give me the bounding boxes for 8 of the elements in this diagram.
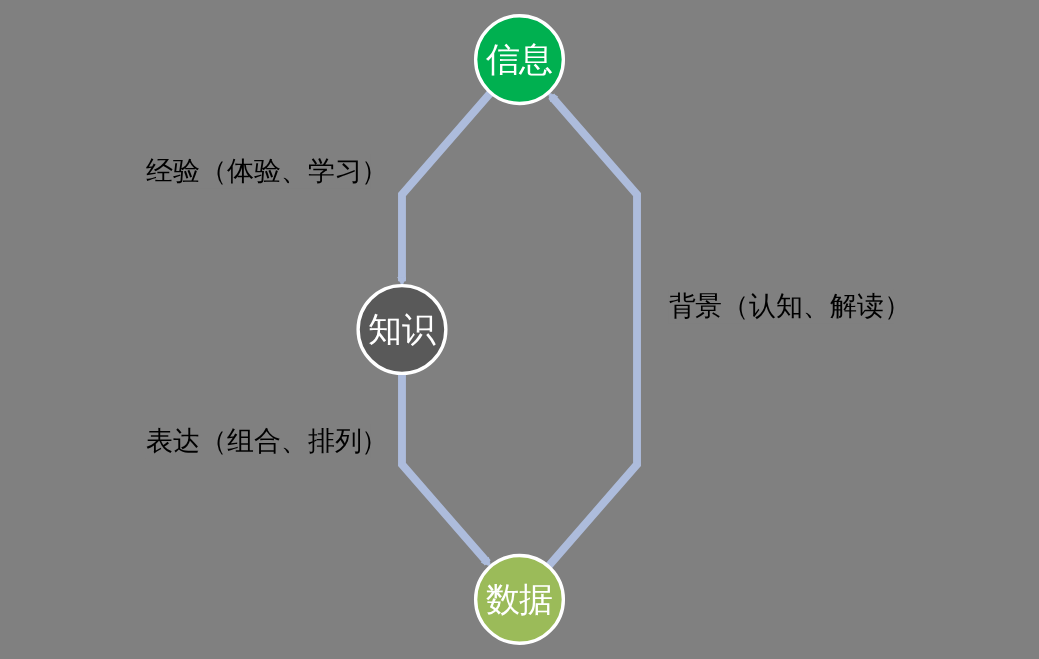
node-circle: 知识 <box>356 283 448 376</box>
edge-label: 经验（体验、学习） <box>145 155 381 187</box>
edge-label: 表达（组合、排列） <box>145 425 381 457</box>
node-circle: 数据 <box>473 553 566 645</box>
node-circle: 信息 <box>473 14 566 106</box>
arrow <box>398 373 492 567</box>
edge-label: 背景（认知、解读） <box>668 290 904 322</box>
arrow <box>545 92 641 569</box>
